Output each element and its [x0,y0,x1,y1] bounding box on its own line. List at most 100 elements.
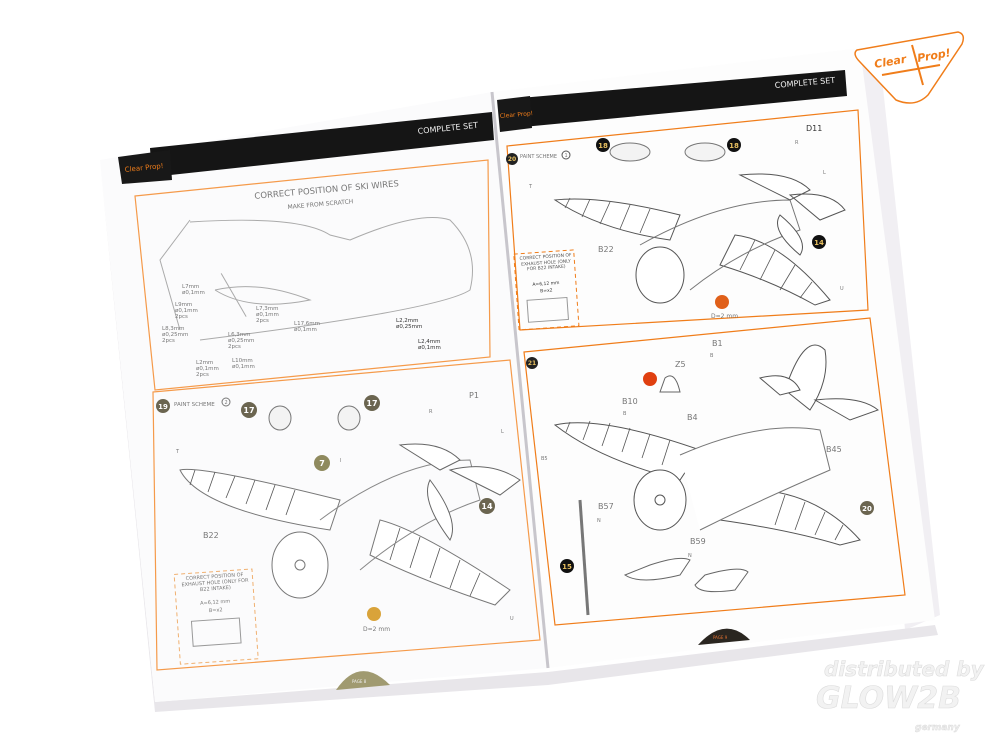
svg-text:U: U [510,616,514,622]
svg-text:B4: B4 [687,413,698,422]
step-21-number: 21 [528,360,536,367]
step-19-badge [156,399,170,413]
svg-text:R: R [795,140,799,146]
step-20-badge [506,153,518,165]
svg-text:14: 14 [814,239,824,247]
svg-text:18: 18 [598,142,608,150]
step-21-paint-letters: B B N N [597,353,714,559]
svg-text:7: 7 [319,459,325,468]
svg-text:B=x2: B=x2 [209,607,223,614]
step-20-scheme-num: 1 [565,153,568,159]
step-21-parts: Z5 B1 B10 B4 B45 B5 B57 B59 [541,339,842,546]
svg-text:GLOW2B: GLOW2B [816,681,961,716]
svg-text:T: T [175,449,180,455]
right-header-logo: Clear Prop! [500,110,534,120]
step-20-paint-letters: T R L U [528,140,844,292]
left-header-bar [150,112,494,177]
svg-text:B10: B10 [622,397,638,406]
svg-text:B: B [710,353,714,359]
distributor-watermark: distributed by GLOW2B germany [816,657,985,734]
drill-icon-right [715,295,729,309]
step-19-paint-letters: T R L U I [175,409,514,622]
plane-side-wing [214,286,312,305]
part-b22-left: B22 [203,531,219,540]
svg-text:17: 17 [366,399,377,408]
step-19-number: 19 [158,403,168,411]
page-tab-left [336,671,390,690]
drill-icon-left [367,607,381,621]
part-p1: P1 [469,391,479,400]
svg-text:Prop!: Prop! [916,46,951,65]
step-21-badge [526,357,538,369]
svg-text:B57: B57 [598,502,614,511]
svg-text:L: L [501,429,504,435]
drill-right: D=2 mm [711,313,738,320]
spine [490,91,550,669]
svg-text:17: 17 [243,406,254,415]
svg-text:B1: B1 [712,339,723,348]
scheme-1-marker [561,150,571,160]
svg-text:B59: B59 [690,537,706,546]
step-20-callouts: 18 18 14 [596,138,826,249]
page-label-left: PAGE 8 [352,679,367,684]
svg-text:distributed by: distributed by [824,657,985,681]
svg-text:A=6,12 mm: A=6,12 mm [200,599,231,607]
step-19-callouts: 17 17 7 14 [241,395,495,514]
step-19-scheme-num: 2 [225,400,228,406]
left-header-tab [118,150,172,184]
svg-text:18: 18 [729,142,739,150]
step-19-exhaust-box: A=6,12 mm B=x2 [173,568,259,665]
page-tab-right [698,628,750,645]
step-21-plane [553,344,879,616]
step-20-number: 20 [508,156,516,163]
right-header-bar [520,70,847,127]
svg-text:N: N [688,553,692,559]
left-page [100,92,548,702]
svg-text:15: 15 [562,563,572,571]
step-19-frame [152,359,541,671]
svg-text:germany: germany [915,723,961,733]
step-19-plane [179,405,521,606]
step-19-scheme: PAINT SCHEME [174,402,215,408]
plane-side-outline [159,217,473,341]
svg-text:20: 20 [862,505,872,513]
clear-prop-logo: Clear Prop! [854,31,965,104]
svg-text:I: I [340,458,341,464]
step-20-exhaust-box: A=6,12 mm B=x2 [513,249,580,331]
svg-text:Z5: Z5 [675,360,686,369]
svg-text:A=6,12 mm: A=6,12 mm [532,280,559,288]
step-20-plane [553,142,846,306]
strut [220,273,247,317]
part-d11: D11 [806,124,822,133]
drill-icon-step21 [643,372,657,386]
svg-text:B: B [623,411,627,417]
drill-left: D=2 mm [363,626,390,633]
svg-text:Clear: Clear [873,52,907,70]
svg-text:U: U [840,286,844,292]
scheme-2-marker [221,397,231,407]
svg-text:14: 14 [481,502,493,511]
svg-text:T: T [528,184,533,190]
ski-wires-frame [134,159,491,391]
step-20-scheme: PAINT SCHEME [520,154,557,160]
svg-text:R: R [429,409,433,415]
page-label-right: PAGE 9 [713,635,728,640]
svg-text:B45: B45 [826,445,842,454]
svg-text:N: N [597,518,601,524]
step-21-frame [523,317,906,626]
svg-text:B5: B5 [541,456,548,462]
right-header-tab [497,96,532,132]
step-21-callouts: 15 20 [560,501,874,573]
part-b22-right: B22 [598,245,614,254]
